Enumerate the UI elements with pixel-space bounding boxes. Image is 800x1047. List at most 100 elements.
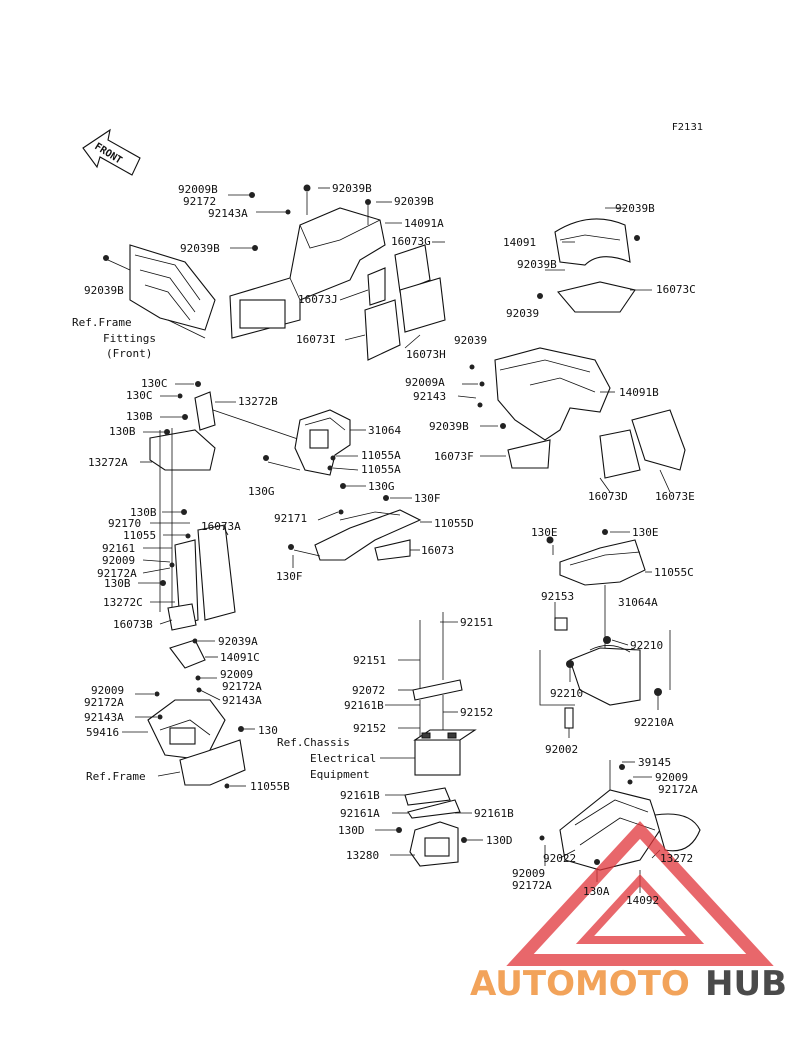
bracket-14092-group: [539, 760, 701, 871]
label-92170: 92170: [108, 517, 141, 530]
label-130C-2: 130C: [126, 389, 153, 402]
label-16073G: 16073G: [391, 235, 431, 248]
label-92210A: 92210A: [634, 716, 674, 729]
label-92039-a: 92039: [506, 307, 539, 320]
figure-code: F2131: [672, 122, 703, 133]
label-equipment: Equipment: [310, 768, 370, 781]
label-92039B-right2: 92039B: [517, 258, 557, 271]
label-92210-2: 92210: [550, 687, 583, 700]
bracket-11055C-group: [546, 529, 646, 650]
label-16073H: 16073H: [406, 348, 446, 361]
label-92172A-1: 92172A: [97, 567, 137, 580]
label-92039B-r3: 92039B: [429, 420, 469, 433]
label-92009A: 92009A: [405, 376, 445, 389]
bracket-13272C-group: [160, 509, 236, 631]
label-16073: 16073: [421, 544, 454, 557]
label-11055B: 11055B: [250, 780, 290, 793]
label-13272: 13272: [660, 852, 693, 865]
label-92039A: 92039A: [218, 635, 258, 648]
pads-16073-group-top: [364, 244, 446, 361]
watermark-text-hub: HUB: [705, 964, 787, 1004]
bracket-31064A-group: [539, 617, 671, 729]
label-13280: 13280: [346, 849, 379, 862]
label-130A: 130A: [583, 885, 610, 898]
label-16073A: 16073A: [201, 520, 241, 533]
label-16073C: 16073C: [656, 283, 696, 296]
label-92143A-3: 92143A: [84, 711, 124, 724]
label-92172A-4: 92172A: [658, 783, 698, 796]
label-92210-1: 92210: [630, 639, 663, 652]
label-92172A-3: 92172A: [84, 696, 124, 709]
label-92022: 92022: [543, 852, 576, 865]
label-92172A-5: 92172A: [512, 879, 552, 892]
label-ref-frame-1: Ref.Frame: [72, 316, 132, 329]
label-16073D: 16073D: [588, 490, 628, 503]
label-92143A: 92143A: [208, 207, 248, 220]
label-14091B: 14091B: [619, 386, 659, 399]
automotohub-watermark: AUTOMOTO HUB: [470, 821, 787, 1004]
label-11055A-1: 11055A: [361, 449, 401, 462]
label-130B-2: 130B: [109, 425, 136, 438]
label-92161: 92161: [102, 542, 135, 555]
label-92161B-3: 92161B: [474, 807, 514, 820]
label-130: 130: [258, 724, 278, 737]
label-92161B-2: 92161B: [340, 789, 380, 802]
front-fender-guard-group: [103, 244, 216, 339]
label-130G-1: 130G: [368, 480, 395, 493]
label-92161A: 92161A: [340, 807, 380, 820]
label-92143A-2: 92143A: [222, 694, 262, 707]
watermark-triangle: [506, 821, 774, 966]
label-92009-3: 92009: [91, 684, 124, 697]
label-130C-1: 130C: [141, 377, 168, 390]
label-92072: 92072: [352, 684, 385, 697]
rear-cover-14091: [519, 218, 640, 370]
label-130D-1: 130D: [338, 824, 365, 837]
label-130D-2: 130D: [486, 834, 513, 847]
part-labels: 92009B 92172 92143A 92039B 92039B 14091A…: [72, 182, 698, 907]
label-130E-2: 130E: [632, 526, 659, 539]
label-31064A: 31064A: [618, 596, 658, 609]
label-14092: 14092: [626, 894, 659, 907]
battery-group: [396, 612, 477, 867]
bracket-31064-group: [263, 409, 389, 501]
label-92152-1: 92152: [460, 706, 493, 719]
label-14091C: 14091C: [220, 651, 260, 664]
bracket-13272-group: [149, 381, 331, 612]
label-92151-1: 92151: [460, 616, 493, 629]
label-fittings: Fittings: [103, 332, 156, 345]
label-16073F: 16073F: [434, 450, 474, 463]
label-130F-1: 130F: [414, 492, 441, 505]
label-39145: 39145: [638, 756, 671, 769]
label-16073J: 16073J: [298, 293, 338, 306]
label-130E-1: 130E: [531, 526, 558, 539]
label-ref-frame-2: Ref.Frame: [86, 770, 146, 783]
inner-cover-14091B: [469, 347, 611, 441]
label-11055C: 11055C: [654, 566, 694, 579]
label-92151-2: 92151: [353, 654, 386, 667]
label-92009-4: 92009: [655, 771, 688, 784]
label-92039B-left: 92039B: [180, 242, 220, 255]
label-59416: 59416: [86, 726, 119, 739]
label-92009-2: 92009: [220, 668, 253, 681]
label-92002: 92002: [545, 743, 578, 756]
label-92039B-right: 92039B: [615, 202, 655, 215]
label-92161B-1: 92161B: [344, 699, 384, 712]
bracket-59416-group: [147, 638, 246, 789]
label-electrical: Electrical: [310, 752, 376, 765]
label-11055D: 11055D: [434, 517, 474, 530]
label-14091: 14091: [503, 236, 536, 249]
bracket-11055D-group: [288, 509, 422, 561]
label-130B-4: 130B: [104, 577, 131, 590]
leader-lines: [122, 187, 671, 893]
label-13272A: 13272A: [88, 456, 128, 469]
label-92039B-top: 92039B: [332, 182, 372, 195]
inner-cover-14091A: [229, 184, 386, 339]
label-ref-chassis: Ref.Chassis: [277, 736, 350, 749]
label-92039-b: 92039: [454, 334, 487, 347]
label-92009-5: 92009: [512, 867, 545, 880]
label-11055A-2: 11055A: [361, 463, 401, 476]
label-31064: 31064: [368, 424, 401, 437]
label-14091A: 14091A: [404, 217, 444, 230]
label-16073I: 16073I: [296, 333, 336, 346]
label-130B-1: 130B: [126, 410, 153, 423]
